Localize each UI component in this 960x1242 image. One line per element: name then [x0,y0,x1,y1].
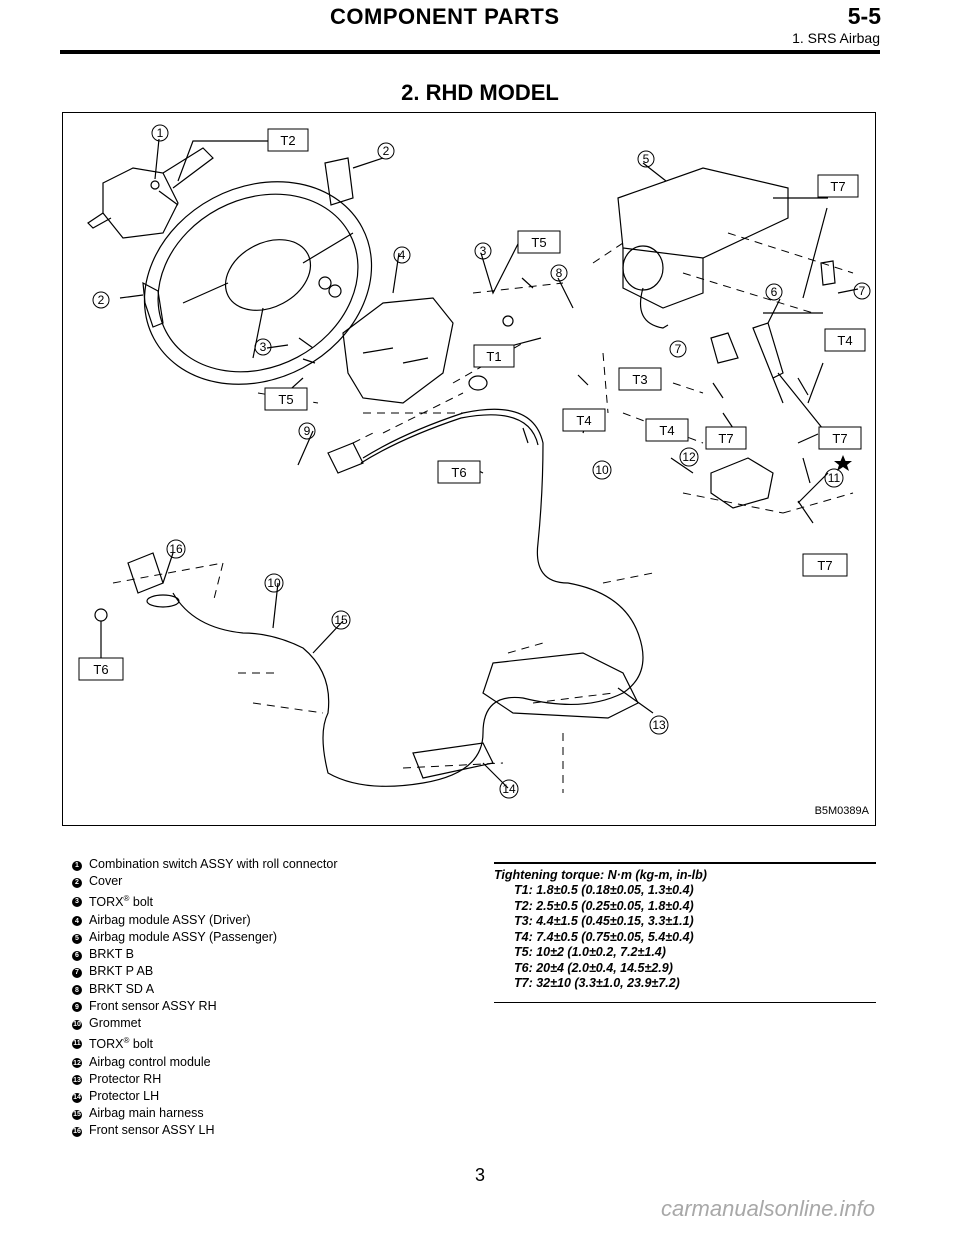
legend-number: 8 [72,981,89,998]
legend-text: TORX® bolt [89,1036,154,1052]
legend-number: 15 [72,1109,82,1120]
header-rule [60,50,880,54]
torque-value: T7: 32±10 (3.3±1.0, 23.9±7.2) [514,976,680,990]
section-heading: 2. RHD MODEL [401,80,559,105]
torque-value: T5: 10±2 (1.0±0.2, 7.2±1.4) [514,945,666,959]
legend-text: Airbag module ASSY (Passenger) [89,929,278,944]
torque-table: Tightening torque: N·m (kg-m, in-lb) T1:… [494,862,876,1003]
legend-number: 14 [72,1092,82,1103]
section-subtitle: 1. SRS Airbag [792,30,880,46]
legend-text: BRKT P AB [89,964,154,979]
driver-airbag-module [342,297,454,404]
legend-text: Combination switch ASSY with roll connec… [89,857,338,871]
control-module [710,457,774,509]
torque-value: T1: 1.8±0.5 (0.18±0.05, 1.3±0.4) [514,883,694,897]
legend-number: 5 [72,929,89,946]
legend-item: 15 Airbag main harness [72,1105,338,1122]
diagram-drawing [87,138,859,793]
legend-text: Cover [89,874,123,889]
torque-bottom-rule [494,1001,876,1003]
legend-number: 4 [72,912,89,929]
legend-text: BRKT B [89,947,134,962]
legend-number: 6 [72,946,89,963]
exploded-diagram: T2 T5 T7 T4 T1 T3 T5 T4 T4 T7 T7 T6 T7 [62,112,876,826]
legend-number: 10 [72,1019,82,1030]
page-number: 3 [474,1165,485,1185]
torque-heading: Tightening torque: N·m (kg-m, in-lb) [494,867,707,882]
legend-item: 10 Grommet [72,1015,338,1032]
legend-text: Protector LH [89,1088,160,1103]
legend-number: 3 [72,892,89,909]
legend-number: 16 [72,1126,82,1137]
legend-number: 9 [72,998,89,1015]
legend-number: 11 [72,1038,82,1049]
section-number: 5-5 [847,3,881,29]
legend-item: 16 Front sensor ASSY LH [72,1122,338,1139]
watermark: carmanualsonline.info [660,1196,875,1221]
torque-value: T4: 7.4±0.5 (0.75±0.05, 5.4±0.4) [514,929,694,944]
legend-number: 12 [72,1058,82,1069]
figure-code: B5M0389A [814,805,869,817]
legend-item: 14 Protector LH [72,1088,338,1105]
legend-item: 12 Airbag control module [72,1054,338,1071]
legend-item: 13 Protector RH [72,1071,338,1088]
legend-text: Front sensor ASSY RH [89,998,217,1013]
legend-item: 11 TORX® bolt [72,1032,338,1053]
legend-text: Airbag control module [89,1054,211,1069]
legend-text: Front sensor ASSY LH [89,1123,215,1138]
harness-line [172,408,644,787]
chapter-title: COMPONENT PARTS [330,4,560,29]
legend-text: Grommet [89,1015,142,1030]
legend-number: 2 [72,873,89,890]
legend-text: Airbag main harness [89,1106,204,1121]
torque-value: T3: 4.4±1.5 (0.45±0.15, 3.3±1.1) [514,914,694,928]
legend-number: 1 [72,856,89,873]
star-mark [834,455,852,471]
steering-wheel-outline [143,181,373,385]
passenger-airbag-module [617,167,789,259]
legend-text: Airbag module ASSY (Driver) [89,912,251,927]
torque-top-rule [494,862,876,864]
legend-text: Protector RH [89,1071,162,1086]
torque-value: T2: 2.5±0.5 (0.25±0.05, 1.8±0.4) [514,898,694,913]
legend-number: 7 [72,963,89,980]
legend-number: 13 [72,1075,82,1086]
legend-text: BRKT SD A [89,981,155,996]
torque-value: T6: 20±4 (2.0±0.4, 14.5±2.9) [514,960,673,975]
legend-text: TORX® bolt [89,894,154,910]
